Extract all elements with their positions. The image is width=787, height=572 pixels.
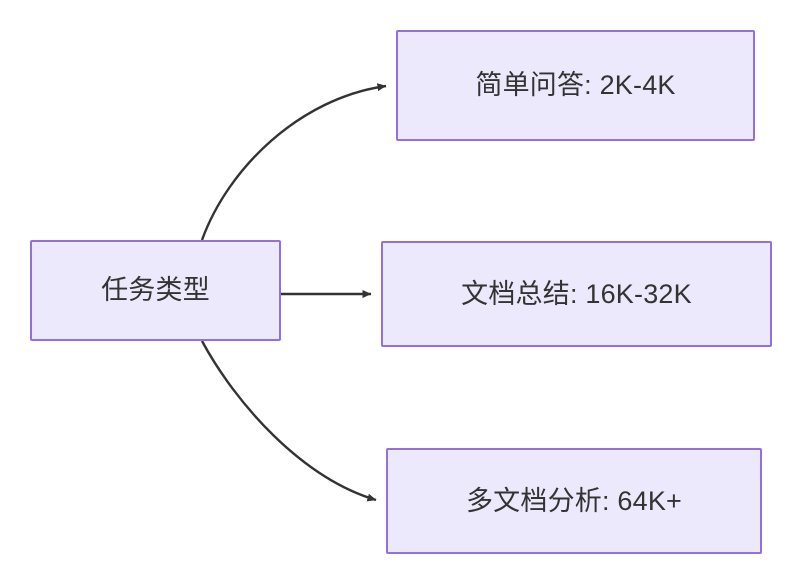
node-simple-qa[interactable]: 简单问答: 2K-4K <box>396 30 755 141</box>
node-task-type-label: 任务类型 <box>101 275 210 306</box>
edge-source-to-multidoc <box>200 340 377 502</box>
node-doc-summary-label: 文档总结: 16K-32K <box>461 278 692 309</box>
node-multidoc-analysis[interactable]: 多文档分析: 64K+ <box>386 448 762 554</box>
node-task-type[interactable]: 任务类型 <box>30 240 281 341</box>
node-doc-summary[interactable]: 文档总结: 16K-32K <box>381 241 772 347</box>
edge-source-to-simple-qa <box>200 83 387 241</box>
node-multidoc-analysis-label: 多文档分析: 64K+ <box>465 485 682 516</box>
node-simple-qa-label: 简单问答: 2K-4K <box>475 70 676 101</box>
